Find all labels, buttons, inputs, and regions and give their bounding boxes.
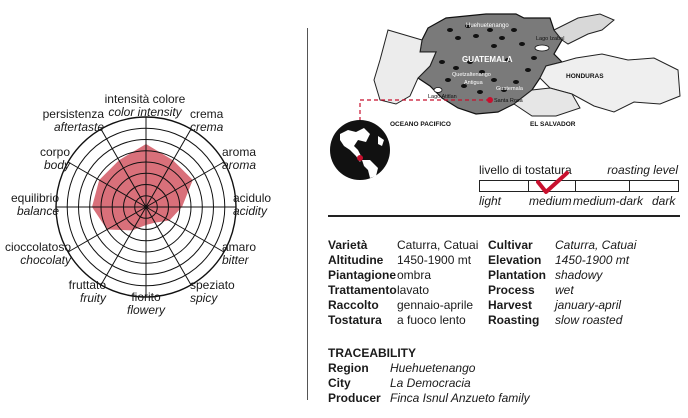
- spec-value: january-april: [555, 298, 622, 312]
- roasting-title-it: livello di tostatura: [479, 163, 572, 177]
- flavor-profile-area: [92, 144, 193, 231]
- radar-spoke: [145, 161, 225, 208]
- spec-value: gennaio-aprile: [397, 298, 474, 312]
- spec-value: ombra: [397, 268, 432, 282]
- radar-spoke: [145, 128, 192, 208]
- spec-value: lavato: [397, 283, 430, 297]
- globe-icon: [330, 120, 390, 180]
- map-lago-izabal: Lago Izabal: [536, 36, 564, 42]
- roast-medium-dark: medium-dark: [573, 194, 644, 208]
- radar-spoke: [100, 128, 147, 208]
- scale-tick: [528, 181, 529, 191]
- map-honduras: HONDURAS: [566, 73, 604, 80]
- radar-spoke: [67, 206, 147, 253]
- spec-key: Process: [488, 283, 535, 297]
- map-huehuetenango: Huehuetenango: [466, 23, 509, 29]
- spec-key: Varietà: [328, 238, 368, 252]
- scale-tick: [629, 181, 630, 191]
- flavor-radar-chart: [55, 116, 237, 298]
- trace-value: La Democracia: [390, 376, 471, 390]
- map-lago-atitlan: Lago Atitlan: [428, 94, 457, 100]
- spec-key: Tostatura: [328, 313, 382, 327]
- spec-key: Trattamento: [328, 283, 397, 297]
- trace-value: Finca Isnul Anzueto family: [390, 391, 530, 405]
- spec-key: Elevation: [488, 253, 542, 267]
- spec-key: Roasting: [488, 313, 540, 327]
- roast-dark: dark: [652, 194, 676, 208]
- map-quetzaltenango: Quetzaltenango: [452, 72, 491, 78]
- scale-tick: [575, 181, 576, 191]
- vertical-divider: [307, 28, 308, 400]
- spec-value: Caturra, Catuai: [397, 238, 479, 252]
- spec-value: Caturra, Catuai: [555, 238, 637, 252]
- trace-value: Huehuetenango: [390, 361, 476, 375]
- radar-spoke: [145, 206, 192, 286]
- radar-spoke: [67, 161, 147, 208]
- horizontal-rule: [328, 215, 680, 217]
- roasting-scale: [479, 180, 679, 192]
- roasting-checkmark-icon: [536, 171, 569, 194]
- spec-value: 1450-1900 mt: [397, 253, 472, 267]
- map-guatemala-label: GUATEMALA: [462, 55, 513, 64]
- spec-key: Harvest: [488, 298, 533, 312]
- trace-key: City: [328, 376, 351, 390]
- guatemala-map: Huehuetenango Lago Izabal GUATEMALA Quet…: [330, 13, 681, 180]
- traceability-title: TRACEABILITY: [328, 346, 416, 360]
- spec-value: wet: [555, 283, 574, 297]
- spec-value: shadowy: [555, 268, 603, 282]
- spec-value: a fuoco lento: [397, 313, 466, 327]
- map-el-salvador: EL SALVADOR: [530, 121, 576, 128]
- spec-key: Cultivar: [488, 238, 533, 252]
- map-ocean: OCEANO PACIFICO: [390, 121, 451, 128]
- map-guatemala-city: Guatemala: [496, 86, 524, 92]
- roasting-title-en: roasting level: [607, 163, 678, 177]
- radar-spoke: [100, 206, 147, 286]
- spec-value: 1450-1900 mt: [555, 253, 630, 267]
- spec-key: Raccolto: [328, 298, 379, 312]
- spec-value: slow roasted: [555, 313, 623, 327]
- spec-key: Plantation: [488, 268, 547, 282]
- trace-key: Region: [328, 361, 369, 375]
- map-antigua: Antigua: [464, 80, 484, 86]
- roast-light: light: [479, 194, 502, 208]
- roast-medium: medium: [529, 194, 572, 208]
- map-santa-rosa: Santa Rosa: [494, 98, 524, 104]
- trace-key: Producer: [328, 391, 381, 405]
- spec-key: Piantagione: [328, 268, 397, 282]
- radar-spoke: [145, 206, 225, 253]
- spec-key: Altitudine: [328, 253, 384, 267]
